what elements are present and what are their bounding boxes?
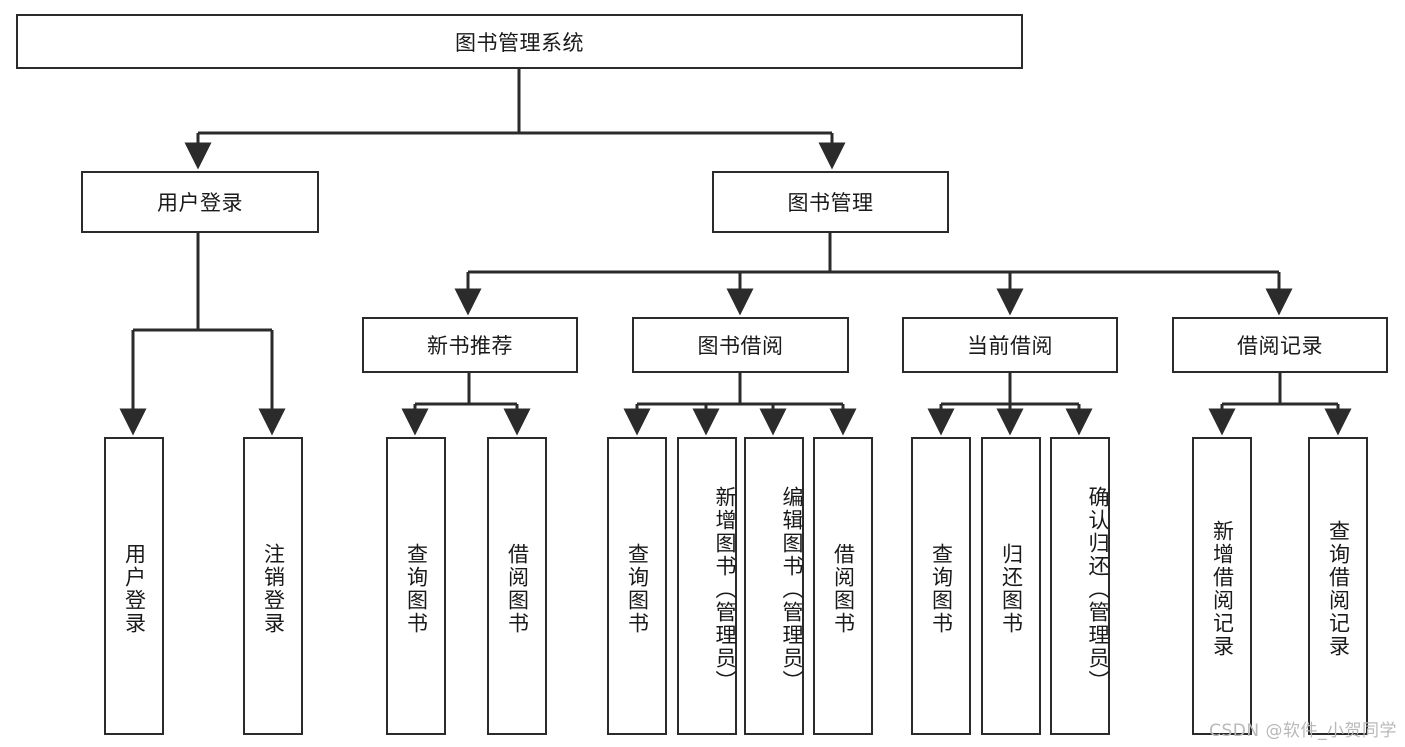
node-current-borrow-label: 当前借阅 bbox=[967, 334, 1053, 358]
node-leaf-query-book-2-label: 查询图书 bbox=[625, 543, 650, 635]
node-root-label: 图书管理系统 bbox=[455, 30, 584, 55]
node-leaf-confirm-return-label: 确认归还（管理员） bbox=[1086, 485, 1110, 693]
node-leaf-query-record[interactable]: 查询借阅记录 bbox=[1308, 437, 1368, 735]
node-leaf-add-book-label: 新增图书（管理员） bbox=[713, 485, 737, 693]
node-leaf-user-login-label: 用户登录 bbox=[122, 543, 147, 635]
node-new-book-recommend[interactable]: 新书推荐 bbox=[362, 317, 578, 373]
node-leaf-query-book-3[interactable]: 查询图书 bbox=[911, 437, 971, 735]
node-leaf-query-book-2[interactable]: 查询图书 bbox=[607, 437, 667, 735]
node-leaf-return-book-label: 归还图书 bbox=[999, 543, 1024, 635]
node-leaf-query-record-label: 查询借阅记录 bbox=[1326, 520, 1351, 658]
watermark-text: CSDN @软件_小贺同学 bbox=[1209, 721, 1397, 741]
node-book-borrow[interactable]: 图书借阅 bbox=[632, 317, 849, 373]
node-leaf-confirm-return[interactable]: 确认归还（管理员） bbox=[1050, 437, 1110, 735]
node-leaf-borrow-book-1-label: 借阅图书 bbox=[505, 543, 530, 635]
node-leaf-return-book[interactable]: 归还图书 bbox=[981, 437, 1041, 735]
node-root[interactable]: 图书管理系统 bbox=[16, 14, 1023, 69]
node-borrow-record-label: 借阅记录 bbox=[1237, 334, 1323, 358]
node-user-login[interactable]: 用户登录 bbox=[81, 171, 319, 233]
node-new-book-recommend-label: 新书推荐 bbox=[427, 334, 513, 358]
node-leaf-query-book-3-label: 查询图书 bbox=[929, 543, 954, 635]
node-leaf-borrow-book-2-label: 借阅图书 bbox=[831, 543, 856, 635]
node-leaf-edit-book-label: 编辑图书（管理员） bbox=[780, 485, 804, 693]
node-book-management[interactable]: 图书管理 bbox=[712, 171, 949, 233]
node-user-login-label: 用户登录 bbox=[157, 191, 243, 215]
node-book-management-label: 图书管理 bbox=[787, 191, 874, 215]
node-leaf-user-login[interactable]: 用户登录 bbox=[104, 437, 164, 735]
node-leaf-query-book-1[interactable]: 查询图书 bbox=[386, 437, 446, 735]
node-borrow-record[interactable]: 借阅记录 bbox=[1172, 317, 1388, 373]
node-leaf-logout-login[interactable]: 注销登录 bbox=[243, 437, 303, 735]
node-leaf-edit-book[interactable]: 编辑图书（管理员） bbox=[744, 437, 804, 735]
node-book-borrow-label: 图书借阅 bbox=[697, 334, 784, 358]
node-leaf-borrow-book-1[interactable]: 借阅图书 bbox=[487, 437, 547, 735]
node-leaf-add-book[interactable]: 新增图书（管理员） bbox=[677, 437, 737, 735]
node-leaf-logout-login-label: 注销登录 bbox=[261, 543, 286, 635]
node-leaf-add-record-label: 新增借阅记录 bbox=[1210, 520, 1235, 658]
node-leaf-add-record[interactable]: 新增借阅记录 bbox=[1192, 437, 1252, 735]
node-current-borrow[interactable]: 当前借阅 bbox=[902, 317, 1118, 373]
node-leaf-borrow-book-2[interactable]: 借阅图书 bbox=[813, 437, 873, 735]
node-leaf-query-book-1-label: 查询图书 bbox=[404, 543, 429, 635]
